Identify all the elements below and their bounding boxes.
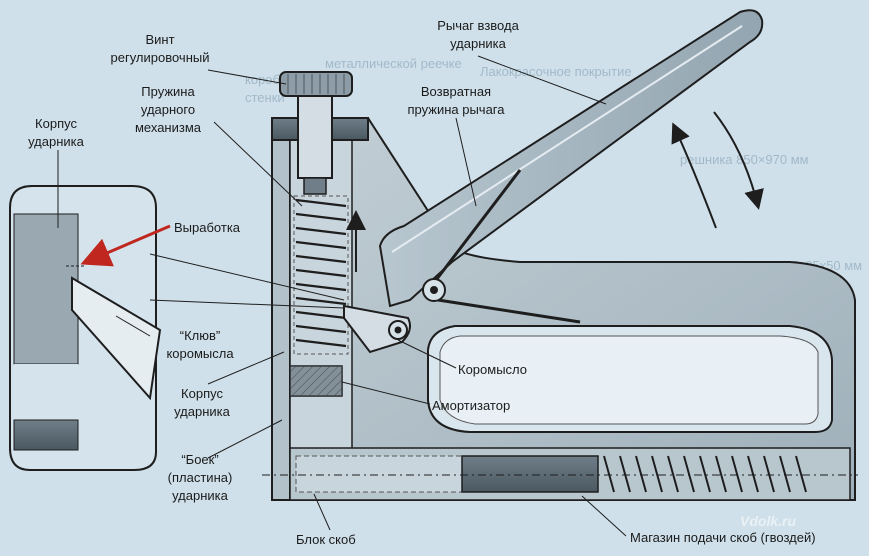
wear-pointer [80,224,171,267]
label-striker-blade-3: ударника [172,488,229,503]
label-rocker-beak-1: “Клюв” [180,328,220,343]
lever-return-spring [428,169,581,324]
label-rocker-beak-2: коромысла [166,346,234,361]
label-wear: Выработка [174,220,241,235]
bg-text-6: стенки [245,90,285,105]
label-cocking-lever-2: ударника [450,36,507,51]
label-lever-return-spring-1: Возвратная [421,84,491,99]
rotation-arrows [671,111,764,229]
label-damper: Амортизатор [432,398,510,413]
label-striker-body-mid-1: Корпус [181,386,223,401]
labels: Винт регулировочный Пружина ударного мех… [28,18,815,547]
label-striker-blade-2: (пластина) [168,470,233,485]
label-adjust-screw-1: Винт [145,32,174,47]
label-striker-spring-2: ударного [141,102,195,117]
label-striker-body-top-2: ударника [28,134,85,149]
bg-text-4: металлической реечке [325,56,462,71]
bg-text-2: решника 850×970 мм [680,152,809,167]
label-rocker: Коромысло [458,362,527,377]
watermark-logo: Vdolk.ru [740,513,796,529]
label-cocking-lever-1: Рычаг взвода [437,18,519,33]
bg-text-1: Лакокрасочное покрытие [480,64,632,79]
label-lever-return-spring-2: пружина рычага [407,102,505,117]
striker-spring [293,195,349,355]
label-striker-body-top-1: Корпус [35,116,77,131]
label-staple-block: Блок скоб [296,532,356,547]
lever-pivot [422,278,446,302]
rocker [343,304,411,354]
label-striker-spring-3: механизма [135,120,202,135]
staple-magazine-contents [262,455,858,493]
label-staple-magazine: Магазин подачи скоб (гвоздей) [630,530,816,545]
label-striker-blade-1: “Боек” [181,452,218,467]
label-striker-spring-1: Пружина [141,84,195,99]
damper [289,365,343,397]
cocking-lever [378,9,764,308]
label-striker-body-mid-2: ударника [174,404,231,419]
label-adjust-screw-2: регулировочный [111,50,210,65]
leader-lines [57,55,627,537]
zoom-inset [9,185,345,471]
adjusting-screw [279,71,353,195]
